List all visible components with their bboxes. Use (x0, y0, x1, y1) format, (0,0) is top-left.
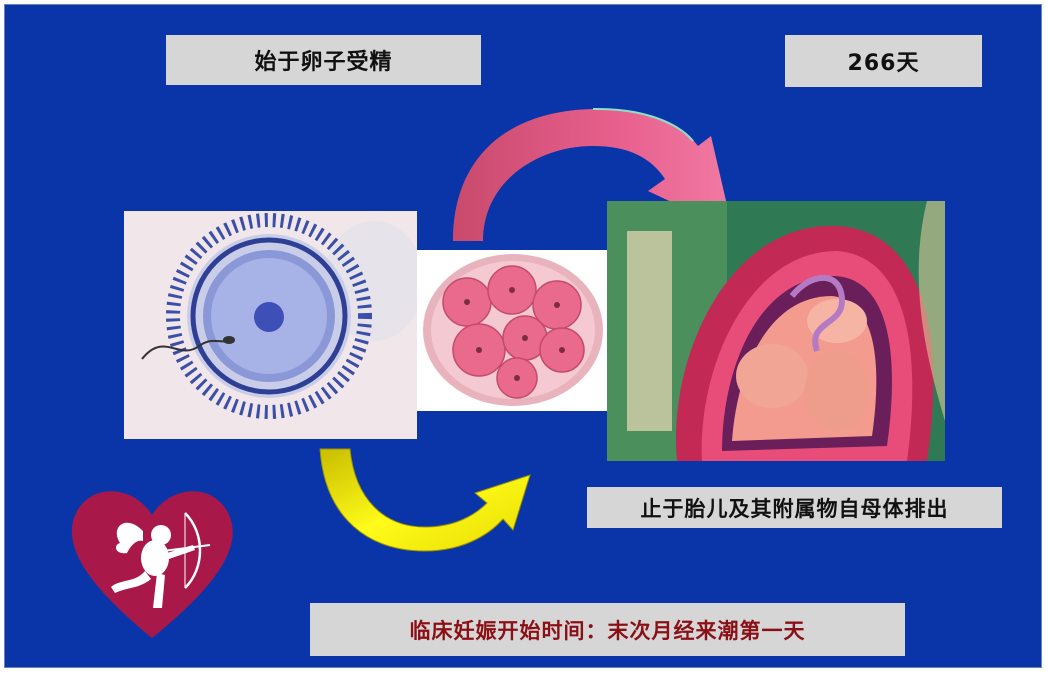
days-label: 266天 (785, 35, 982, 87)
slide: 始于卵子受精 266天 (4, 4, 1042, 668)
clinical-start-label: 临床妊娠开始时间：末次月经来潮第一天 (310, 603, 905, 656)
morula-image (417, 250, 609, 411)
fetus-image (607, 201, 945, 461)
yellow-curved-arrow-icon (315, 445, 540, 555)
fertilized-egg-image (124, 211, 417, 439)
start-label: 始于卵子受精 (166, 35, 481, 85)
end-label: 止于胎儿及其附属物自母体排出 (587, 487, 1002, 528)
cupid-heart-icon (65, 483, 240, 641)
